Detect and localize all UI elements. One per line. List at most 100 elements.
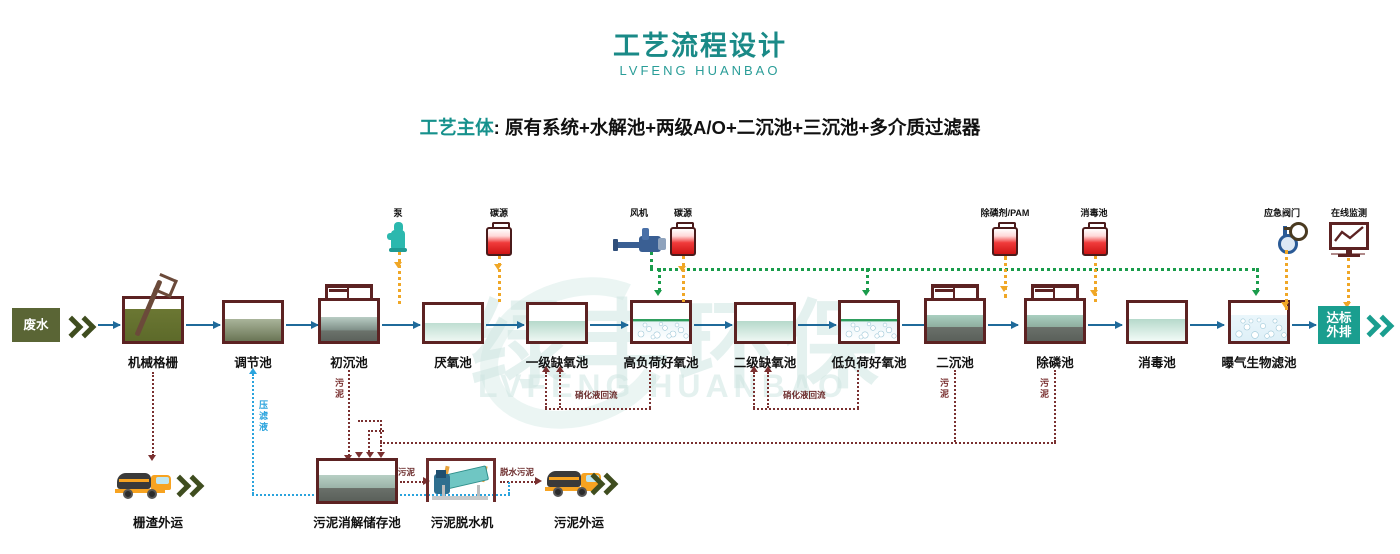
- blower-icon: [613, 228, 667, 254]
- unit-aerobic-low-label: 低负荷好氧池: [831, 356, 907, 370]
- inlet-chevron-double-right-icon: [60, 314, 97, 339]
- monitor-arrowhead: [1343, 302, 1351, 308]
- recycle1-arrowhead-b: [556, 366, 564, 372]
- air-arrowhead-aerobic-low: [862, 290, 870, 296]
- dephos-pam-dose-arrowhead: [1000, 286, 1008, 292]
- valve-line: [1285, 250, 1288, 310]
- main-process-sep: :: [493, 117, 505, 138]
- main-process-line: 工艺主体: 原有系统+水解池+两级A/O+二沉池+三沉池+多介质过滤器: [0, 114, 1400, 140]
- filtrate-riser: [252, 374, 254, 494]
- unit-anaerobic: [422, 302, 484, 344]
- air-arrowhead-aerobic-high: [654, 290, 662, 296]
- secondary-sludge-line: [954, 370, 956, 442]
- primary-water: [321, 317, 377, 341]
- sludge-haul-truck-icon: [545, 468, 601, 497]
- primary-sludge-line: [348, 370, 350, 456]
- unit-sludge-digest-label: 污泥消解储存池: [313, 516, 401, 530]
- unit-anoxic1: [526, 302, 588, 344]
- unit-dephosphorization: [1024, 298, 1086, 344]
- sludge-bus-secondary-dephos: [380, 442, 1056, 444]
- anoxic2-water: [737, 321, 793, 341]
- carbon2-dose-arrowhead: [678, 266, 686, 272]
- unit-grate: [122, 296, 184, 344]
- unit-baf-label: 曝气生物滤池: [1221, 356, 1297, 370]
- equipment-blower-label: 风机: [629, 208, 648, 218]
- residue-arrowhead: [148, 455, 156, 461]
- inlet-wastewater-box: 废水: [12, 308, 60, 342]
- page-title: 工艺流程设计: [613, 31, 787, 61]
- sludge-bus-upper2: [368, 430, 384, 432]
- equipment-disinfect-dose-label: 消毒池: [1080, 208, 1108, 218]
- unit-disinfection: [1126, 300, 1188, 344]
- recycle1-downcomer: [649, 370, 651, 408]
- air-arrowhead-baf: [1252, 290, 1260, 296]
- dewatered-sludge-arrowhead: [535, 477, 542, 485]
- unit-sludge-haul-label: 污泥外运: [553, 516, 604, 530]
- sludge-to-dewater-line: [400, 481, 424, 483]
- sludge-bus-drop-b: [368, 430, 370, 452]
- grate-water: [125, 309, 181, 341]
- recycle1-run: [545, 408, 651, 410]
- flow-arrow-primary-anaerobic: [382, 320, 421, 329]
- unit-sludge-digest-storage: [316, 458, 398, 504]
- aerobic-high-bubbles-icon: [637, 321, 689, 340]
- flow-arrow-anoxic2-aerobic-lo: [798, 320, 837, 329]
- equipment-pump-label: 泵: [393, 208, 403, 218]
- carbon2-dose-line: [682, 256, 685, 302]
- aerobic-low-bubbles-icon: [845, 321, 897, 340]
- unit-primary-label: 初沉池: [330, 356, 368, 370]
- unit-secondary-settling: [924, 298, 986, 344]
- disinfect-dose-arrowhead: [1090, 290, 1098, 296]
- sludge-bus-arrowhead-a: [355, 452, 363, 458]
- unit-primary-settling: [318, 298, 380, 344]
- air-drop-aerobic-high: [658, 268, 661, 292]
- carbon1-dose-line: [498, 256, 501, 302]
- anoxic1-water: [529, 321, 585, 341]
- carbon1-dose-arrowhead: [494, 264, 502, 270]
- dephos-sludge-line: [1054, 370, 1056, 442]
- air-drop-baf: [1256, 268, 1259, 292]
- unit-secondary-label: 二沉池: [936, 356, 974, 370]
- equipment-carbon2-label: 碳源: [673, 208, 692, 218]
- recycle1-arrowhead-a: [542, 366, 550, 372]
- dephos-pam-chemical-drum-icon: [992, 222, 1018, 256]
- unit-grate-label: 机械格栅: [127, 356, 178, 370]
- recycle2-riser-b: [767, 372, 769, 408]
- equipment-monitor-label: 在线监测: [1330, 208, 1367, 218]
- valve-arrowhead: [1281, 302, 1289, 308]
- flow-arrow-dephos-disinfect: [1088, 320, 1123, 329]
- dephos-sludge-label: 污泥: [1039, 378, 1049, 399]
- pump-icon: [387, 222, 409, 252]
- flow-arrow-aerobic-hi-anoxic2: [694, 320, 733, 329]
- disinfect-dose-line: [1094, 256, 1097, 302]
- recycle1-riser-b: [559, 372, 561, 408]
- unit-aerobic-low: [838, 300, 900, 344]
- sludge-haul-chevron-double-right-icon: [582, 472, 619, 496]
- filtrate-tap: [508, 482, 510, 494]
- secondary-sludge-label: 污泥: [939, 378, 949, 399]
- sludge-bus-drop-c: [380, 442, 382, 454]
- outlet-chevron-double-right-icon: [1358, 312, 1395, 338]
- carbon2-chemical-drum-icon: [670, 222, 696, 256]
- page-subtitle: LVFENG HUANBAO: [619, 63, 781, 78]
- residue-chevron-double-right-icon: [168, 474, 205, 498]
- recycle2-arrowhead-b: [764, 366, 772, 372]
- pump-dose-line: [398, 252, 401, 304]
- residue-label: 栅渣外运: [132, 516, 183, 530]
- filtrate-arrowhead: [249, 368, 257, 374]
- residue-drop-line: [152, 372, 154, 456]
- dephos-pam-dose-line: [1004, 256, 1007, 298]
- sludge-dewatering-icon: [426, 458, 496, 502]
- unit-baf: [1228, 300, 1290, 344]
- recycle2-downcomer: [857, 370, 859, 408]
- flow-arrow-anoxic1-aerobic-hi: [590, 320, 629, 329]
- online-monitor-icon: [1329, 222, 1369, 258]
- recycle2-run: [753, 408, 859, 410]
- unit-anoxic2: [734, 302, 796, 344]
- valve-icon: [1272, 222, 1308, 254]
- flow-arrow-baf-outlet: [1292, 320, 1317, 329]
- equipment-valve-label: 应急阀门: [1263, 208, 1300, 218]
- unit-dephos-label: 除磷池: [1036, 356, 1074, 370]
- air-header-line: [650, 268, 1255, 271]
